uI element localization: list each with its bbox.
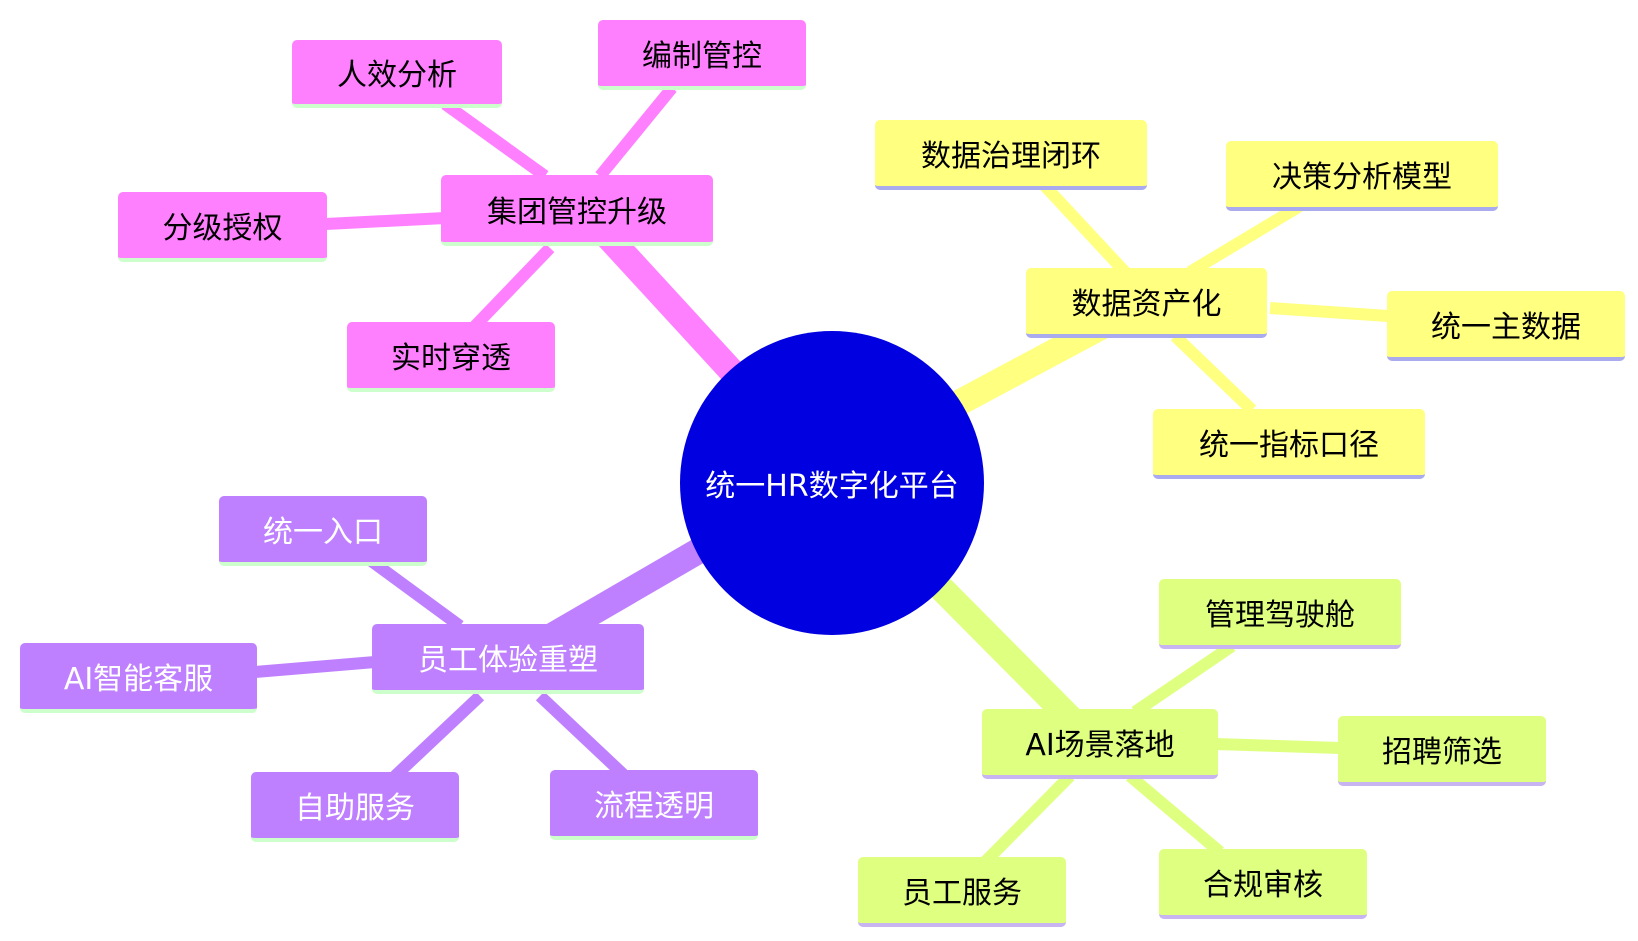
- leaf-node-group-control-3[interactable]: 分级授权: [118, 192, 327, 262]
- connector-data-4: [1170, 331, 1257, 415]
- connector-emp-1: [366, 555, 464, 631]
- leaf-node-group-control-1[interactable]: 人效分析: [292, 40, 502, 108]
- branch-node-data-assets[interactable]: 数据资产化: [1026, 268, 1267, 338]
- leaf-node-data-assets-3[interactable]: 统一主数据: [1387, 291, 1625, 361]
- connector-root-ai-scenarios: [930, 577, 1088, 736]
- connector-ai-2: [1214, 738, 1341, 754]
- connector-data-3: [1269, 302, 1389, 322]
- connector-emp-3: [390, 691, 485, 781]
- connector-ai-3: [1126, 771, 1224, 857]
- leaf-node-ai-scenarios-1[interactable]: 管理驾驶舱: [1159, 579, 1401, 649]
- connector-emp-4: [535, 691, 630, 781]
- connector-root-group-control: [587, 215, 749, 389]
- leaf-node-ai-scenarios-4[interactable]: 员工服务: [858, 857, 1066, 927]
- branch-node-employee-experience[interactable]: 员工体验重塑: [372, 624, 644, 694]
- leaf-node-ai-scenarios-2[interactable]: 招聘筛选: [1338, 716, 1546, 786]
- leaf-node-employee-experience-4[interactable]: 流程透明: [550, 770, 758, 840]
- branch-node-ai-scenarios[interactable]: AI场景落地: [982, 709, 1218, 779]
- leaf-node-data-assets-2[interactable]: 决策分析模型: [1226, 141, 1498, 211]
- connector-group-1: [441, 99, 549, 181]
- connector-ai-4: [980, 771, 1075, 867]
- leaf-node-employee-experience-1[interactable]: 统一入口: [219, 496, 427, 566]
- leaf-node-ai-scenarios-3[interactable]: 合规审核: [1159, 849, 1367, 919]
- connector-ai-1: [1131, 641, 1236, 717]
- leaf-node-group-control-2[interactable]: 编制管控: [598, 20, 806, 90]
- leaf-node-employee-experience-3[interactable]: 自助服务: [251, 772, 459, 842]
- connector-emp-2: [254, 656, 376, 678]
- connector-data-2: [1186, 200, 1304, 278]
- leaf-node-data-assets-1[interactable]: 数据治理闭环: [875, 120, 1147, 190]
- leaf-node-data-assets-4[interactable]: 统一指标口径: [1153, 409, 1425, 479]
- connector-group-4: [470, 243, 555, 331]
- connector-group-3: [325, 212, 446, 230]
- leaf-node-employee-experience-2[interactable]: AI智能客服: [20, 643, 257, 713]
- root-node[interactable]: 统一HR数字化平台: [680, 331, 984, 635]
- branch-node-group-control[interactable]: 集团管控升级: [441, 175, 713, 246]
- connector-group-2: [595, 84, 677, 180]
- connector-data-1: [1040, 181, 1130, 277]
- leaf-node-group-control-4[interactable]: 实时穿透: [347, 322, 555, 392]
